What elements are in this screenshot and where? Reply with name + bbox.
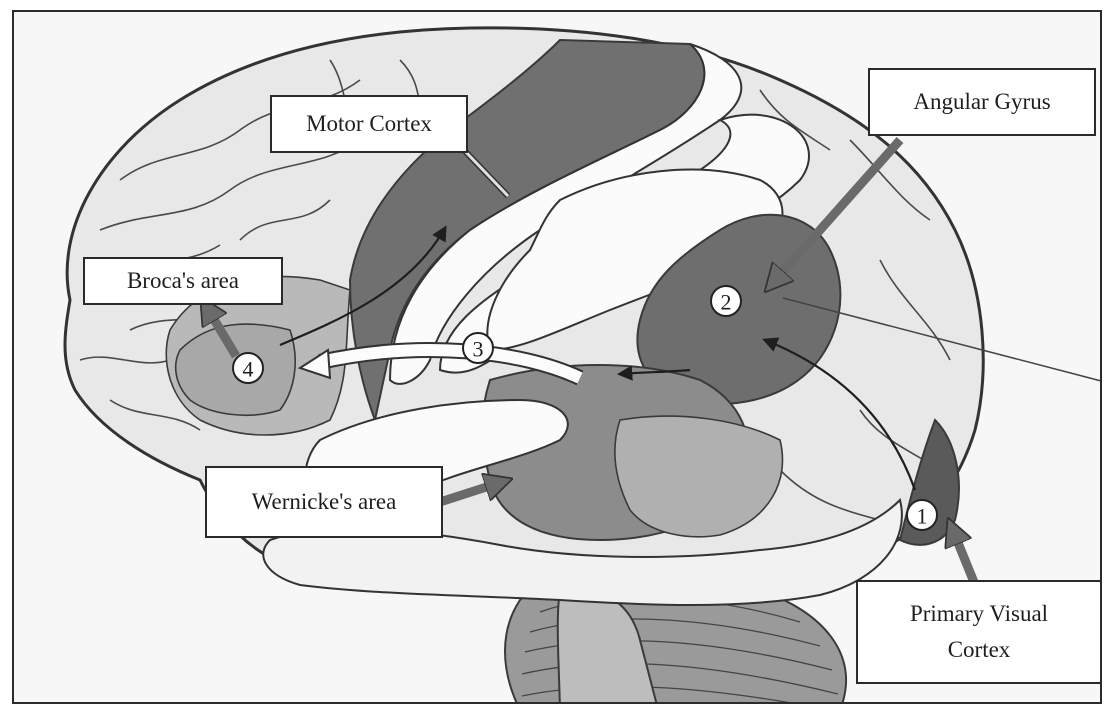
angular-gyrus-text: Angular Gyrus <box>913 84 1050 120</box>
wernickes-area-label: Wernicke's area <box>205 466 443 538</box>
primary-visual-cortex-label: Primary Visual Cortex <box>856 580 1102 684</box>
step-marker-4: 4 <box>233 353 263 383</box>
angular-gyrus-label: Angular Gyrus <box>868 68 1096 136</box>
step-marker-2: 2 <box>711 286 741 316</box>
wernickes-area-text: Wernicke's area <box>252 484 397 520</box>
step-marker-3: 3 <box>463 333 493 363</box>
motor-cortex-text: Motor Cortex <box>306 106 432 142</box>
brocas-area-text: Broca's area <box>127 263 239 299</box>
step-number: 3 <box>473 337 484 362</box>
step-number: 2 <box>721 290 732 315</box>
primary-visual-cortex-text-line2: Cortex <box>948 632 1011 668</box>
step-number: 4 <box>243 357 254 382</box>
step-marker-1: 1 <box>907 500 937 530</box>
primary-visual-cortex-text-line1: Primary Visual <box>910 596 1048 632</box>
brocas-area-label: Broca's area <box>83 257 283 305</box>
step-number: 1 <box>917 504 928 529</box>
motor-cortex-label: Motor Cortex <box>270 95 468 153</box>
